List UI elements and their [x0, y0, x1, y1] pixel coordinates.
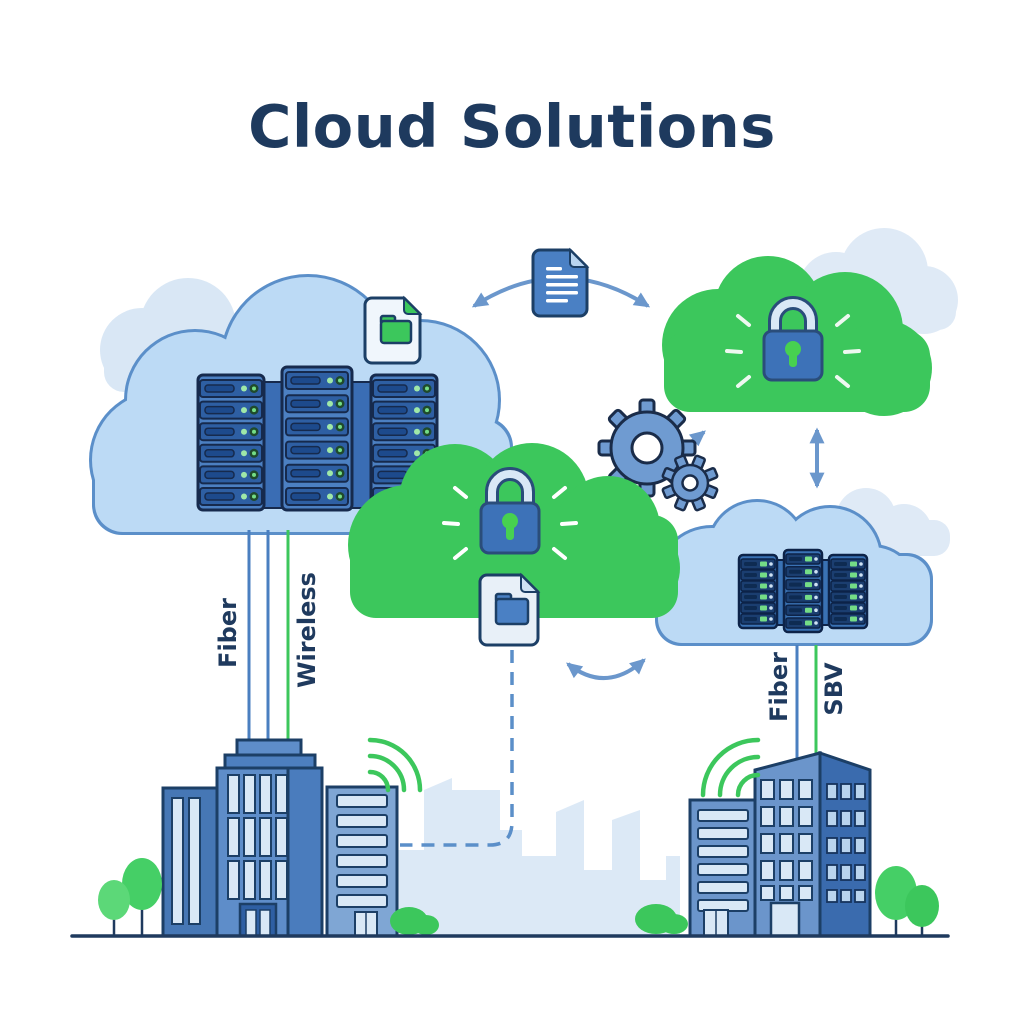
- gears-icon: [597, 398, 719, 512]
- left-connections: Fiber Wireless: [214, 530, 321, 742]
- bottom-arc-arrow-icon: [566, 658, 646, 680]
- building-tower: [215, 738, 324, 938]
- left-building-group: [161, 737, 423, 938]
- city-skyline-silhouette: [398, 778, 680, 936]
- trees-right: [875, 866, 939, 936]
- secure-cloud-top-right: [662, 256, 932, 416]
- secure-cloud-center: [348, 443, 680, 647]
- tree: [905, 885, 939, 927]
- server-rack: [782, 548, 824, 634]
- wireless-label: Wireless: [293, 572, 321, 688]
- fiber-label-right: Fiber: [765, 652, 793, 722]
- wifi-signal-icon: [700, 737, 761, 798]
- building-small-left: [161, 786, 219, 938]
- building-left: [688, 798, 759, 938]
- shine-marks: [725, 314, 861, 388]
- building-main-3d: [753, 750, 872, 938]
- tree: [98, 880, 130, 920]
- cloud-fill: [348, 443, 680, 618]
- window-bars: [336, 794, 388, 908]
- page-title: Cloud Solutions: [248, 92, 776, 161]
- front-windows: [760, 779, 813, 901]
- trees-left: [98, 858, 162, 936]
- blue-folder-document-icon: [478, 572, 541, 647]
- sbv-label: SBV: [820, 662, 848, 716]
- window-bars: [697, 809, 749, 912]
- shine-marks: [442, 486, 578, 560]
- bush-right-group: [635, 904, 688, 934]
- fiber-label-left: Fiber: [214, 598, 242, 668]
- keyhole: [785, 341, 801, 357]
- window-strip: [188, 797, 201, 925]
- document-icon: [531, 247, 590, 318]
- wifi-signal-icon: [367, 737, 423, 793]
- right-connections: Fiber SBV: [765, 645, 848, 770]
- keyhole: [502, 513, 518, 529]
- dashed-route-line: [400, 650, 514, 847]
- side-windows: [826, 783, 866, 903]
- gear-small: [661, 454, 719, 512]
- window-strip: [171, 797, 184, 925]
- server-rack: [196, 373, 266, 512]
- padlock-icon: [479, 467, 541, 555]
- building-medium-right: [325, 785, 399, 938]
- tower-windows: [227, 774, 288, 900]
- server-rack: [280, 365, 354, 512]
- door: [769, 901, 801, 938]
- server-rack: [827, 553, 869, 630]
- tree: [122, 858, 162, 910]
- right-building-group: [688, 737, 872, 938]
- green-folder-document-icon: [363, 295, 423, 365]
- server-cloud-bottom-right: [654, 499, 933, 646]
- bush-left-group: [390, 907, 439, 935]
- server-racks-right: [737, 548, 869, 634]
- tower-side-face: [286, 766, 324, 938]
- server-cloud-left: [89, 274, 515, 535]
- server-rack: [737, 553, 779, 630]
- padlock-icon: [762, 296, 824, 382]
